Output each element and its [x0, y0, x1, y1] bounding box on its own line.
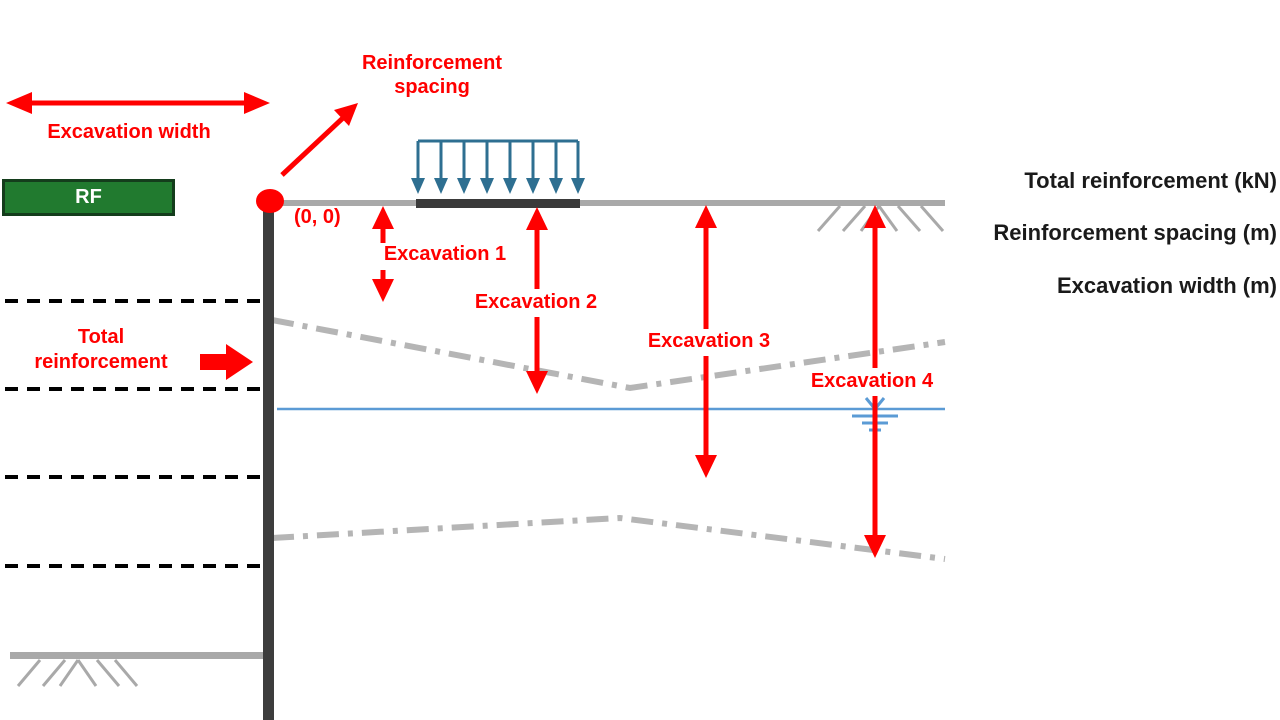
- ground-surface-top: [268, 200, 945, 206]
- rf-label: RF: [75, 186, 102, 208]
- surcharge-strip: [416, 199, 580, 208]
- ground-hatch-right-icon: [816, 205, 945, 232]
- excavation-4-label: Excavation 4: [810, 370, 934, 392]
- reinforcement-spacing-label: Reinforcement spacing: [361, 52, 503, 98]
- origin-point: [256, 189, 284, 213]
- excavation-width-label: Excavation width: [47, 121, 211, 143]
- legend-total-reinforcement: Total reinforcement (kN): [1024, 168, 1277, 193]
- total-reinforcement-label: Total reinforcement: [34, 326, 168, 373]
- ground-surface-left: [10, 652, 263, 659]
- retaining-wall: [263, 200, 274, 720]
- reinforcement-spacing-arrow: [280, 103, 358, 177]
- excavation-4-arrow: [864, 205, 886, 558]
- excavation-width-arrow: [6, 92, 270, 114]
- excavation-3-label: Excavation 3: [647, 330, 771, 352]
- legend-excavation-width: Excavation width (m): [1056, 273, 1277, 298]
- excavation-3-arrow: [695, 205, 717, 478]
- excavation-2-arrow: [526, 207, 548, 394]
- origin-label: (0, 0): [294, 206, 341, 228]
- total-reinforcement-arrow: [200, 344, 253, 380]
- excavation-profile-lower: [271, 514, 946, 562]
- excavation-2-label: Excavation 2: [474, 291, 598, 313]
- rf-box: RF: [2, 179, 175, 216]
- legend-reinforcement-spacing: Reinforcement spacing (m): [993, 220, 1277, 245]
- ground-hatch-left-icon: [16, 659, 139, 687]
- excavation-1-arrow: [372, 206, 394, 302]
- distributed-load-icon: [411, 139, 585, 194]
- excavation-1-label: Excavation 1: [383, 243, 507, 265]
- excavation-profile-upper: [271, 317, 946, 392]
